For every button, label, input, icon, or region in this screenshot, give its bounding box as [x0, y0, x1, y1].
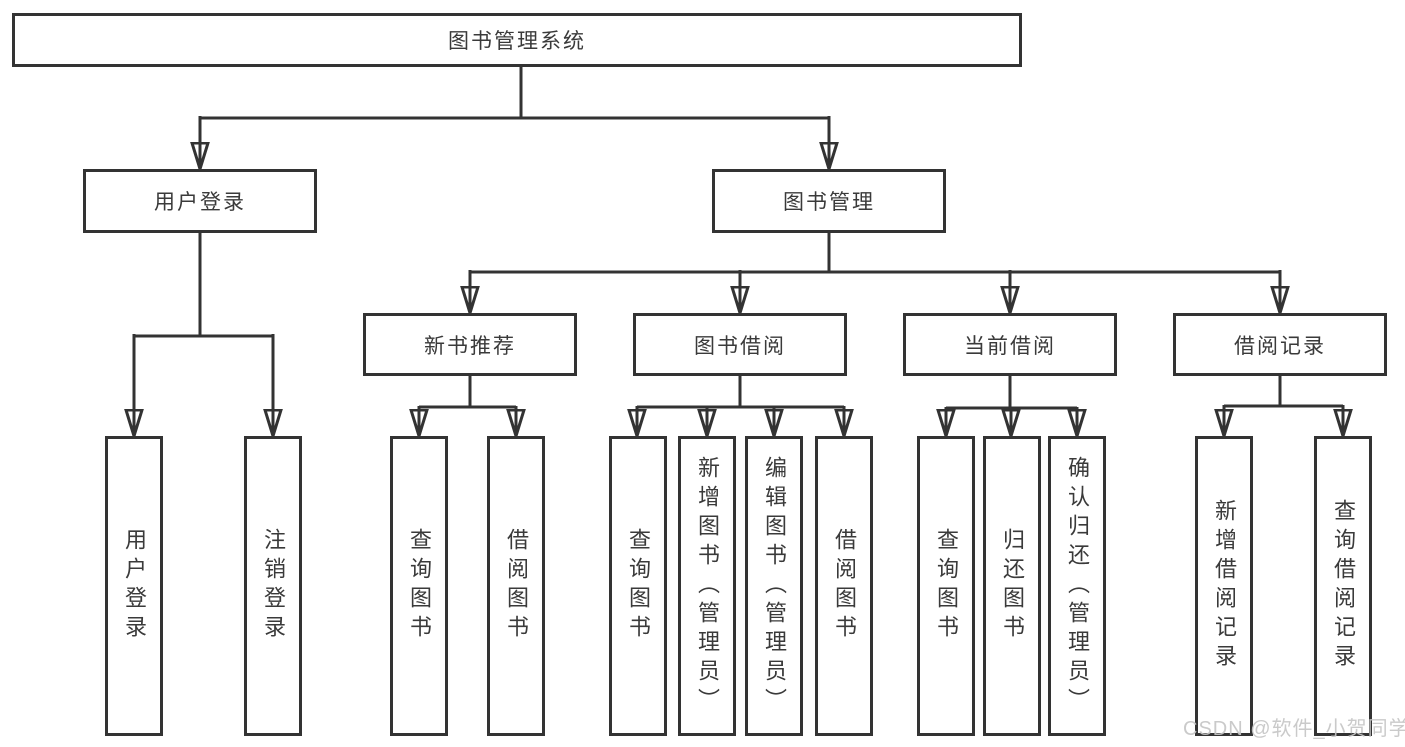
connector-records-split — [1224, 374, 1343, 408]
node-current-borrow-label: 当前借阅 — [964, 334, 1056, 358]
connector-book-mgmt-split — [470, 230, 1280, 274]
node-root: 图书管理系统 — [12, 13, 1022, 67]
node-borrow-records-label: 借阅记录 — [1234, 334, 1326, 358]
leaf-label: 查询图书 — [407, 528, 432, 644]
node-new-book-rec: 新书推荐 — [363, 313, 577, 376]
leaf-label: 新增图书（管理员） — [695, 455, 720, 717]
leaf-borrow-records-1: 查询借阅记录 — [1314, 436, 1372, 736]
leaf-label: 查询图书 — [626, 528, 651, 644]
leaf-current-borrow-1: 归还图书 — [983, 436, 1041, 736]
leaf-new-book-rec-0: 查询图书 — [390, 436, 448, 736]
leaf-new-book-rec-1: 借阅图书 — [487, 436, 545, 736]
leaf-label: 注销登录 — [261, 528, 286, 644]
leaf-label: 编辑图书（管理员） — [762, 455, 787, 717]
leaf-label: 借阅图书 — [504, 528, 529, 644]
leaf-book-borrow-0: 查询图书 — [609, 436, 667, 736]
connector-root-split — [200, 66, 829, 120]
node-book-borrow-label: 图书借阅 — [694, 334, 786, 358]
leaf-label: 借阅图书 — [832, 528, 857, 644]
leaf-user-login-0: 用户登录 — [105, 436, 163, 736]
leaf-current-borrow-2: 确认归还（管理员） — [1048, 436, 1106, 736]
node-current-borrow: 当前借阅 — [903, 313, 1117, 376]
leaf-label: 确认归还（管理员） — [1065, 455, 1090, 717]
leaf-book-borrow-2: 编辑图书（管理员） — [745, 436, 803, 736]
connector-current-split — [946, 374, 1077, 410]
leaf-current-borrow-0: 查询图书 — [917, 436, 975, 736]
node-book-mgmt-label: 图书管理 — [783, 191, 875, 214]
leaf-label: 归还图书 — [1000, 528, 1025, 644]
node-book-borrow: 图书借阅 — [633, 313, 847, 376]
connector-user-login-split — [134, 230, 273, 338]
node-borrow-records: 借阅记录 — [1173, 313, 1387, 376]
leaf-label: 查询图书 — [934, 528, 959, 644]
csdn-watermark: CSDN @软件_小贺同学 — [1183, 718, 1405, 740]
connector-new-book-split — [419, 374, 516, 409]
node-new-book-rec-label: 新书推荐 — [424, 334, 516, 358]
node-root-label: 图书管理系统 — [448, 30, 586, 53]
leaf-book-borrow-1: 新增图书（管理员） — [678, 436, 736, 736]
node-user-login: 用户登录 — [83, 169, 317, 233]
leaf-borrow-records-0: 新增借阅记录 — [1195, 436, 1253, 736]
node-user-login-label: 用户登录 — [154, 191, 246, 214]
leaf-label: 新增借阅记录 — [1212, 499, 1237, 673]
leaf-label: 用户登录 — [122, 528, 147, 644]
node-book-mgmt: 图书管理 — [712, 169, 946, 233]
connector-book-borrow-split — [637, 374, 844, 409]
leaf-user-login-1: 注销登录 — [244, 436, 302, 736]
leaf-label: 查询借阅记录 — [1331, 499, 1356, 673]
leaf-book-borrow-3: 借阅图书 — [815, 436, 873, 736]
